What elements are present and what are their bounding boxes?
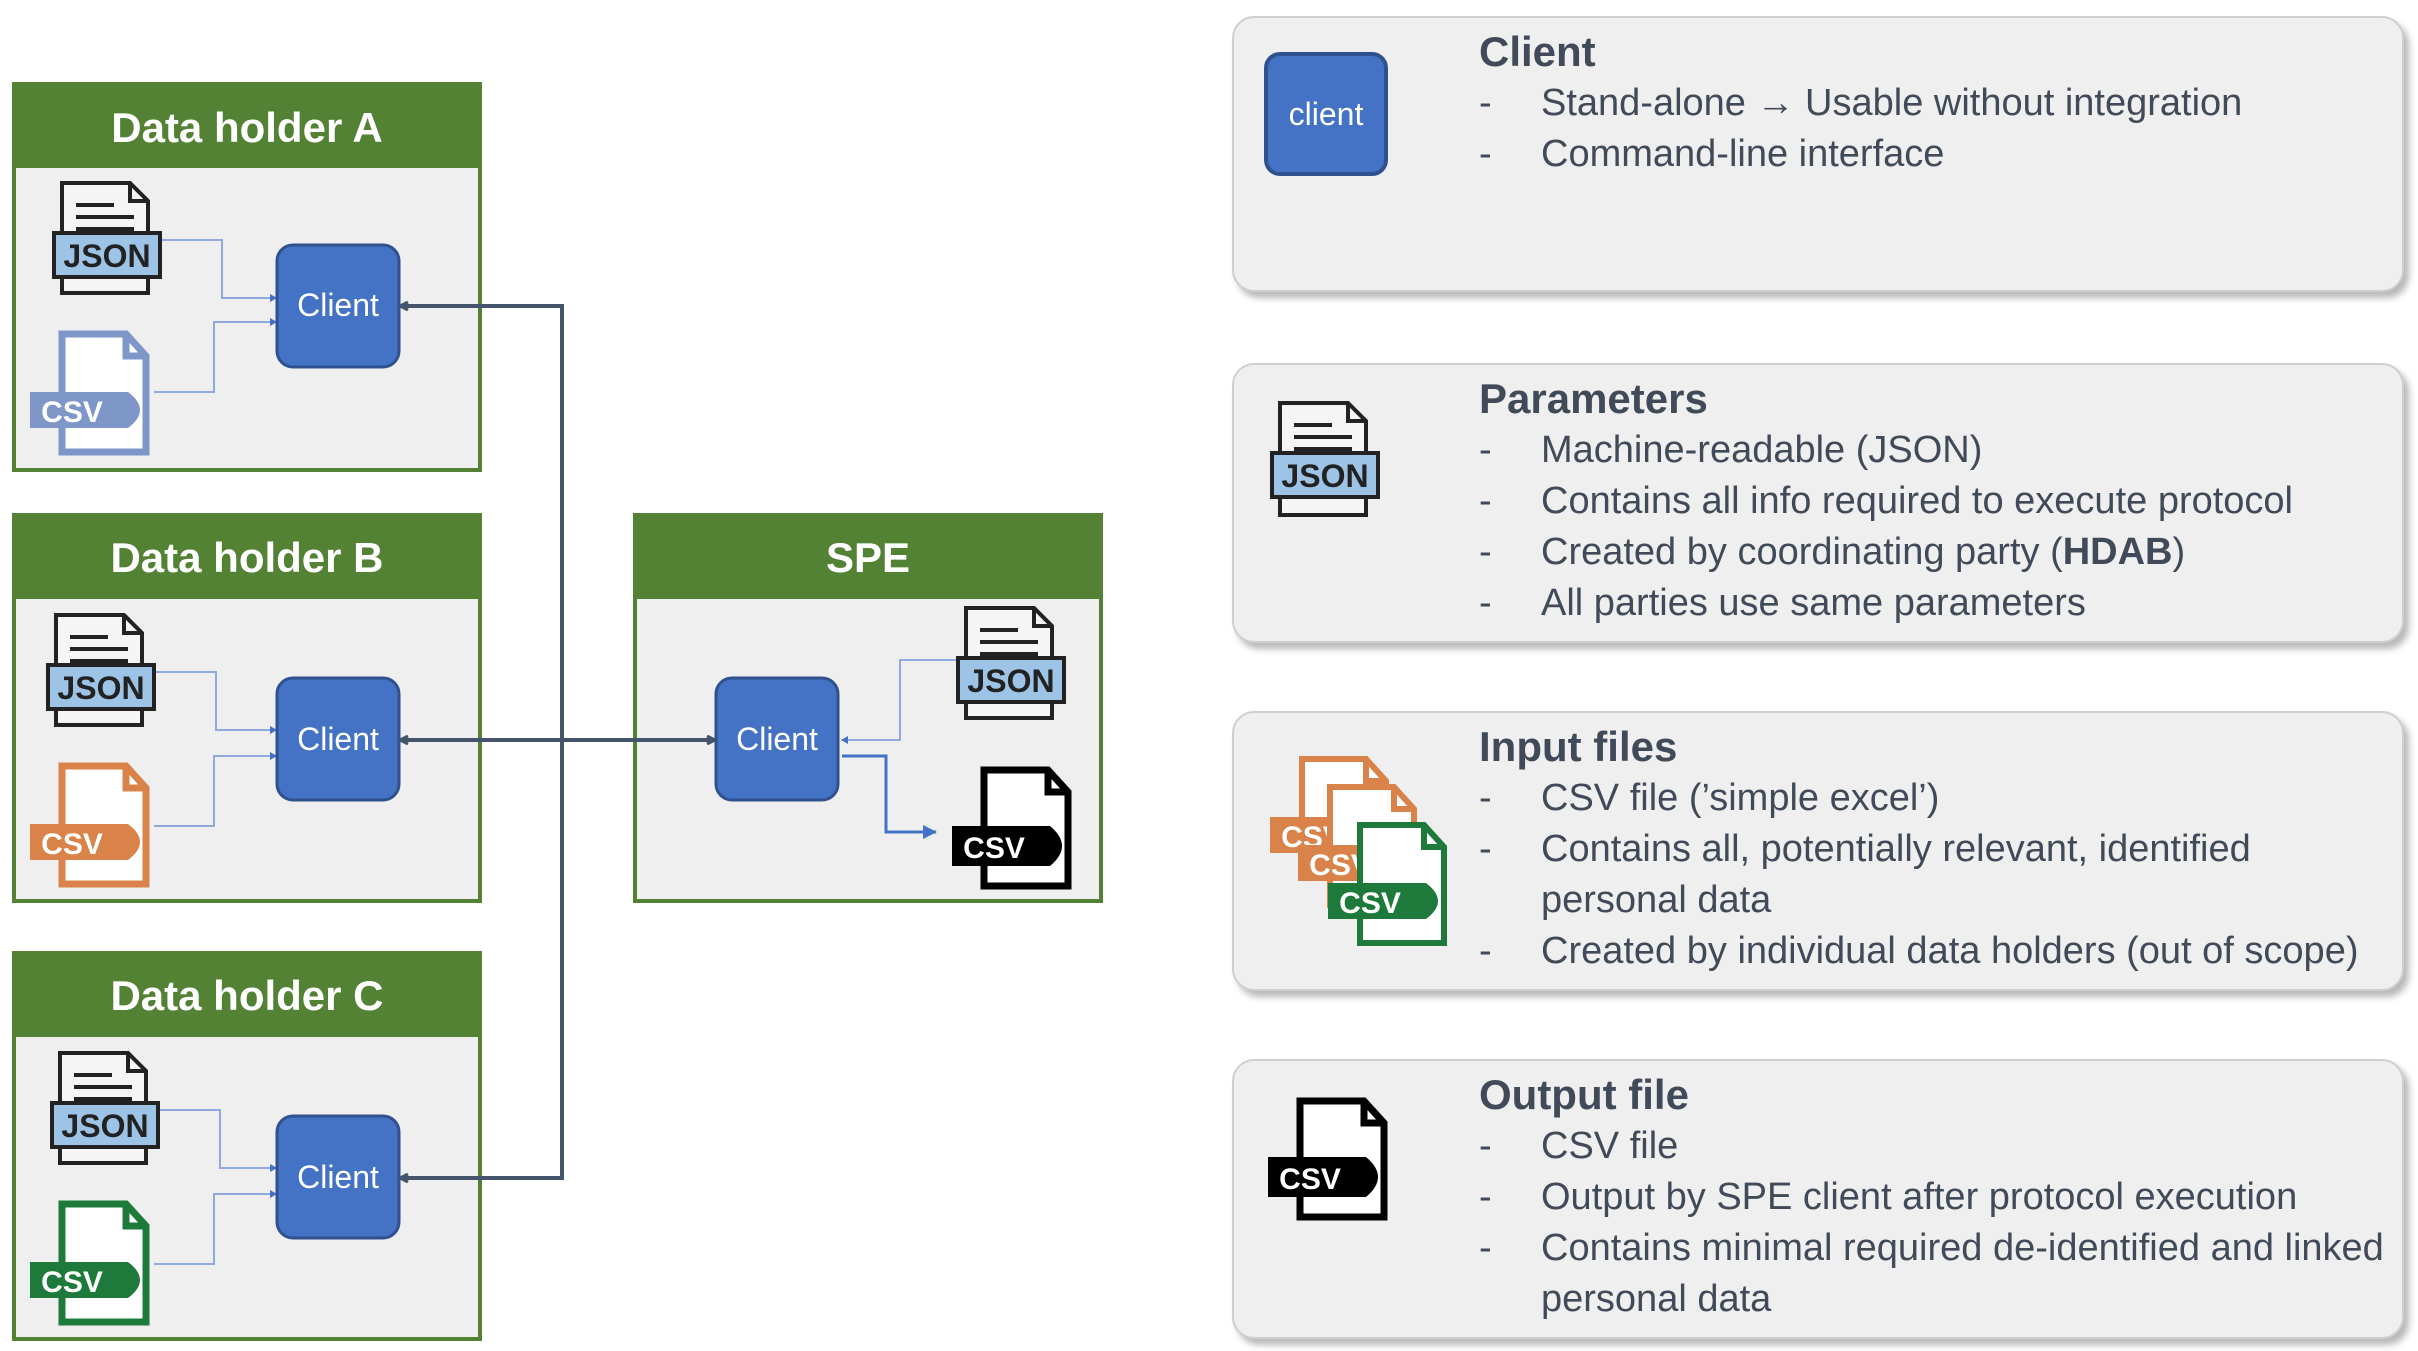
svg-text:CSV: CSV (41, 828, 103, 861)
svg-text:JSON: JSON (61, 1108, 148, 1144)
data-holder-a-title: Data holder A (111, 104, 382, 151)
svg-text:JSON: JSON (1281, 458, 1368, 494)
legend-item: Machine-readable (JSON) (1479, 425, 2392, 476)
legend-item: All parties use same parameters (1479, 578, 2392, 629)
legend-item: CSV file (’simple excel’) (1479, 773, 2392, 824)
legend-card-client: client Client Stand-alone → Usable witho… (1232, 16, 2404, 292)
csv-output-icon: CSV (1268, 1097, 1398, 1232)
hdab-label: HDAB (2062, 531, 2173, 573)
legend-title-client: Client (1479, 28, 1596, 75)
data-holder-c-title: Data holder C (110, 972, 383, 1019)
legend-title-output-file: Output file (1479, 1071, 1689, 1118)
legend-item: CSV file (1479, 1121, 2392, 1172)
json-document-icon: JSON (1270, 401, 1382, 526)
svg-text:Client: Client (736, 721, 818, 757)
svg-text:JSON: JSON (967, 663, 1054, 699)
csv-document-icon: CSV (30, 762, 150, 888)
data-holder-b: Data holder B JSON CSV Client (12, 513, 482, 903)
svg-text:Client: Client (297, 1159, 379, 1195)
svg-text:CSV: CSV (1279, 1163, 1341, 1196)
legend-card-parameters: JSON Parameters Machine-readable (JSON) … (1232, 363, 2404, 643)
svg-text:JSON: JSON (57, 670, 144, 706)
csv-stack-icon: CSV CSV CSV (1270, 755, 1460, 960)
csv-document-icon: CSV (30, 330, 150, 456)
architecture-diagram: Data holder A JSON CSV Client Data holde… (12, 82, 1103, 1341)
csv-output-icon: CSV (952, 766, 1072, 890)
csv-document-icon: CSV (30, 1200, 150, 1326)
svg-text:CSV: CSV (41, 396, 103, 429)
legend-item: Contains minimal required de-identified … (1479, 1223, 2392, 1325)
legend-card-output-file: CSV Output file CSV file Output by SPE c… (1232, 1059, 2404, 1339)
data-holder-a: Data holder A JSON CSV Client (12, 82, 482, 472)
connectors (401, 306, 714, 1178)
svg-text:CSV: CSV (41, 1266, 103, 1299)
data-holder-c: Data holder C JSON CSV Client (12, 951, 482, 1341)
svg-text:Client: Client (297, 287, 379, 323)
legend-item: Created by coordinating party (HDAB) (1479, 527, 2392, 578)
json-document-icon: JSON (52, 181, 162, 295)
client-node-spe (714, 676, 840, 802)
legend-item: Output by SPE client after protocol exec… (1479, 1172, 2392, 1223)
spe-title: SPE (826, 534, 910, 581)
legend-title-parameters: Parameters (1479, 375, 1708, 422)
legend-title-input-files: Input files (1479, 723, 1678, 770)
legend-item: Contains all, potentially relevant, iden… (1479, 824, 2392, 926)
svg-text:CSV: CSV (963, 832, 1025, 865)
svg-text:Client: Client (297, 721, 379, 757)
json-document-icon: JSON (50, 1051, 160, 1165)
json-document-icon: JSON (956, 606, 1066, 720)
data-holder-b-title: Data holder B (110, 534, 383, 581)
legend-item: Command-line interface (1479, 129, 2392, 180)
legend-item: Created by individual data holders (out … (1479, 926, 2392, 977)
client-icon: client (1264, 52, 1388, 176)
legend-item: Contains all info required to execute pr… (1479, 476, 2392, 527)
svg-text:CSV: CSV (1339, 887, 1401, 920)
json-document-icon: JSON (46, 613, 156, 727)
svg-text:JSON: JSON (63, 238, 150, 274)
legend-card-input-files: CSV CSV CSV Input files CSV file (’simpl… (1232, 711, 2404, 991)
legend-item: Stand-alone → Usable without integration (1479, 78, 2392, 129)
spe-box: SPE JSON CSV Client (633, 513, 1103, 903)
